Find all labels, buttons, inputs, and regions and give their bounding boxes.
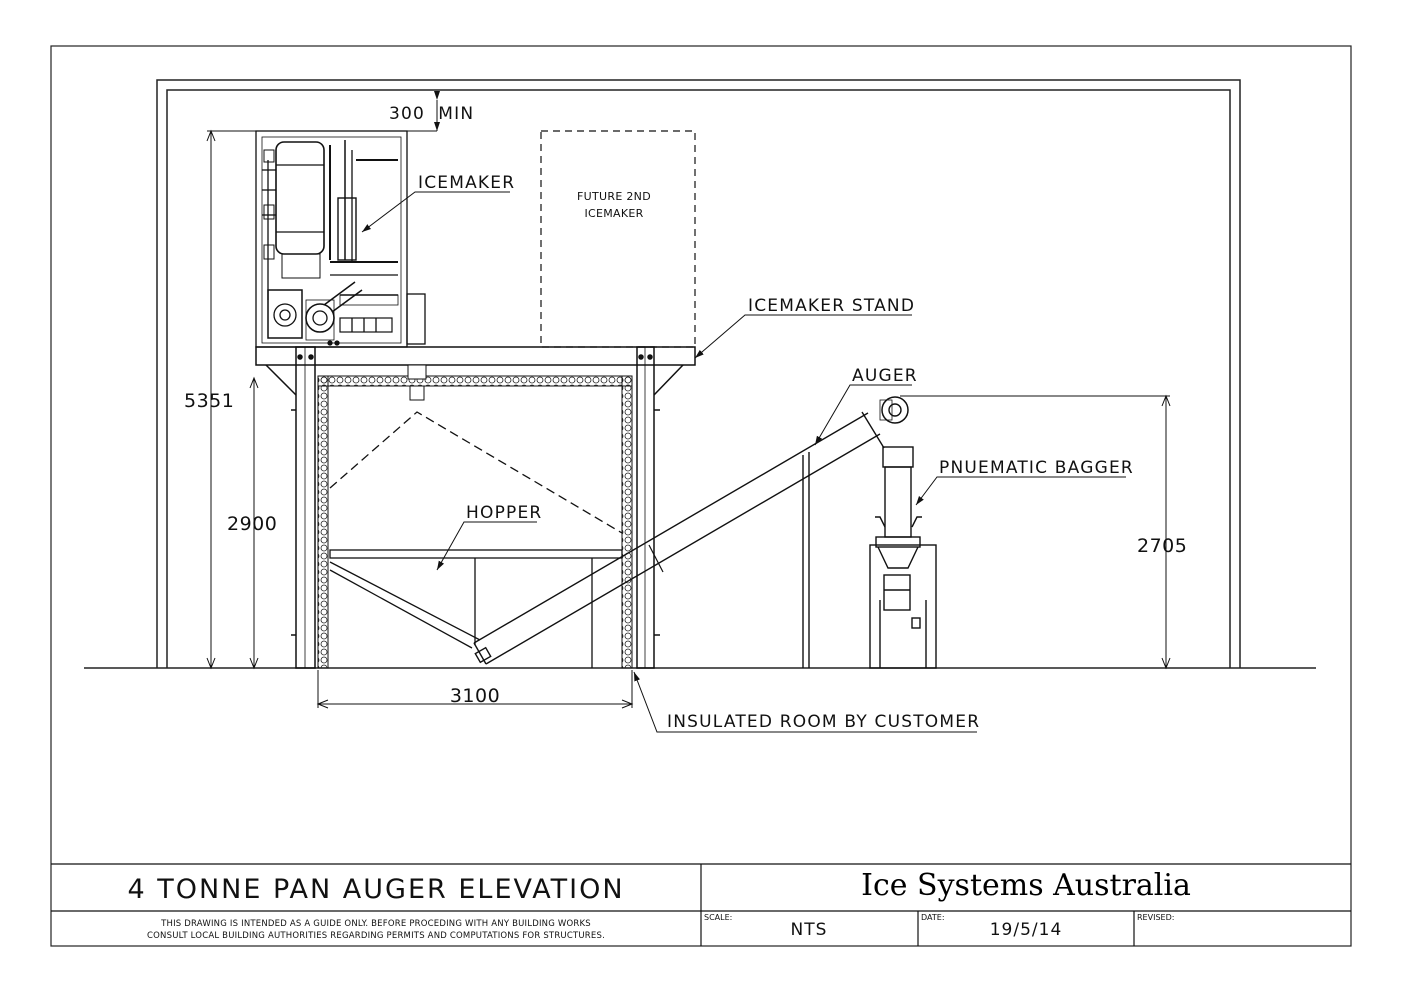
sheet-border bbox=[50, 45, 1352, 947]
building-outline bbox=[156, 79, 1241, 668]
scale-value: NTS bbox=[791, 920, 828, 940]
auger bbox=[473, 396, 909, 668]
scale-field-label: SCALE: bbox=[704, 913, 732, 922]
dimension-lines bbox=[206, 91, 1171, 709]
auger-label: AUGER bbox=[852, 366, 918, 386]
disclaimer-line2: CONSULT LOCAL BUILDING AUTHORITIES REGAR… bbox=[147, 931, 605, 941]
hopper bbox=[329, 411, 623, 668]
total-height-dimension: 5351 bbox=[184, 390, 234, 412]
title-block bbox=[51, 863, 1351, 946]
icemaker-unit bbox=[255, 130, 426, 348]
insulated-room bbox=[317, 364, 633, 669]
room-width-dimension: 3100 bbox=[450, 685, 500, 707]
leader-lines bbox=[361, 191, 1126, 733]
icemaker-label: ICEMAKER bbox=[418, 173, 515, 193]
future-icemaker-outline bbox=[540, 130, 696, 348]
stand-height-dimension: 2900 bbox=[227, 513, 277, 535]
future-icemaker-label-line2: ICEMAKER bbox=[584, 207, 643, 220]
icemaker-stand bbox=[255, 346, 696, 669]
date-value: 19/5/14 bbox=[990, 920, 1063, 940]
company-name: Ice Systems Australia bbox=[861, 868, 1191, 903]
insulated-room-label: INSULATED ROOM BY CUSTOMER bbox=[667, 712, 980, 732]
pneumatic-bagger bbox=[869, 446, 937, 669]
date-field-label: DATE: bbox=[921, 913, 945, 922]
revised-field-label: REVISED: bbox=[1137, 913, 1174, 922]
icemaker-stand-label: ICEMAKER STAND bbox=[748, 296, 915, 316]
pneumatic-bagger-label: PNUEMATIC BAGGER bbox=[939, 458, 1134, 478]
auger-height-dimension: 2705 bbox=[1137, 535, 1187, 557]
future-icemaker-label-line1: FUTURE 2ND bbox=[577, 190, 651, 203]
drawing-title: 4 TONNE PAN AUGER ELEVATION bbox=[127, 874, 624, 905]
disclaimer-line1: THIS DRAWING IS INTENDED AS A GUIDE ONLY… bbox=[160, 919, 591, 929]
hopper-label: HOPPER bbox=[466, 503, 542, 523]
clearance-label: 300 MIN bbox=[389, 104, 474, 124]
